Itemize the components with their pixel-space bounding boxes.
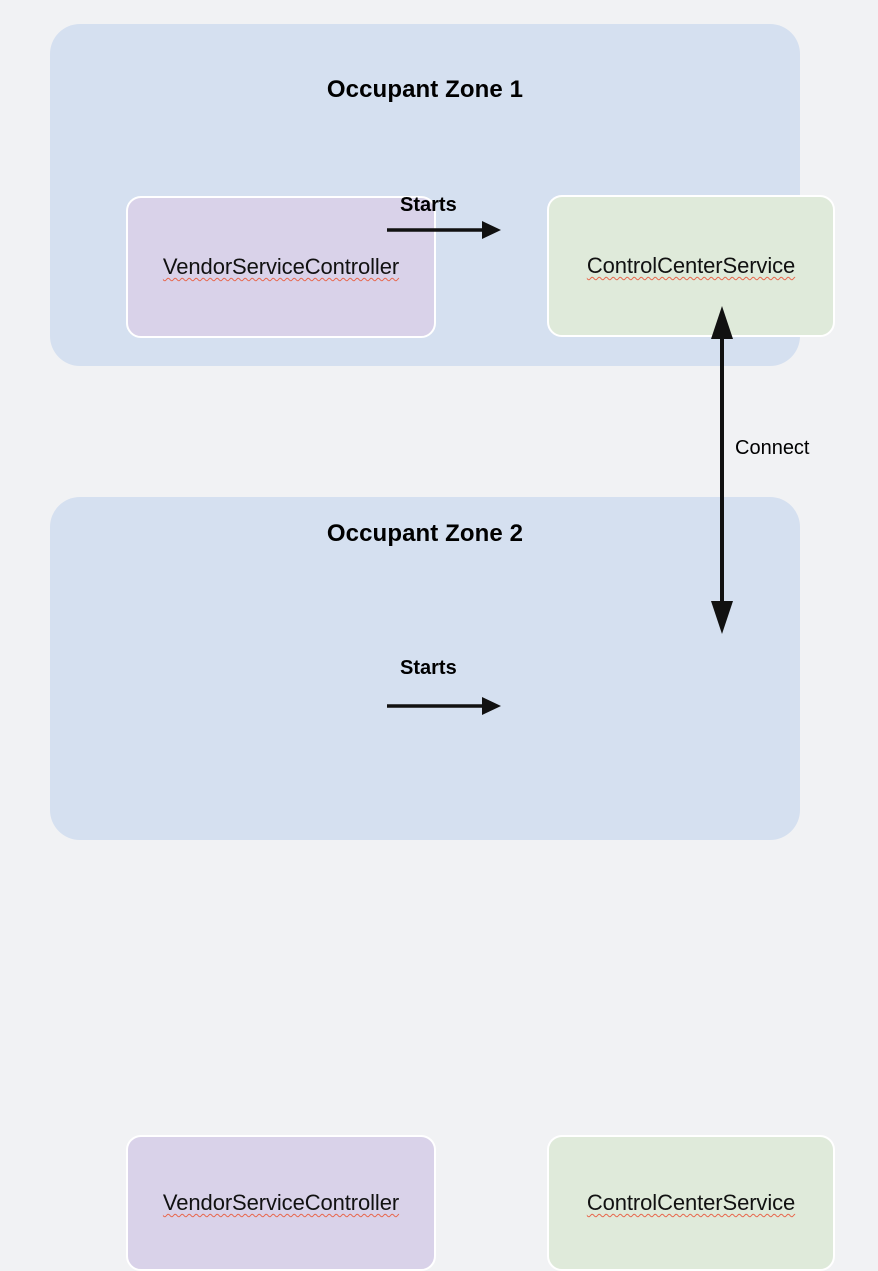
node-control-center-service-zone-1[interactable]: ControlCenterService bbox=[547, 195, 835, 337]
node-label-vendor-service-controller-zone-2: VendorServiceController bbox=[162, 1190, 400, 1215]
edge-label-starts-zone-2: Starts bbox=[400, 657, 457, 679]
occupant-zone-1-title: Occupant Zone 1 bbox=[326, 76, 524, 103]
node-vendor-service-controller-zone-2[interactable]: VendorServiceController bbox=[126, 1135, 436, 1271]
edge-label-starts-zone-1: Starts bbox=[400, 194, 457, 216]
node-vendor-service-controller-zone-1[interactable]: VendorServiceController bbox=[126, 196, 436, 338]
node-control-center-service-zone-2[interactable]: ControlCenterService bbox=[547, 1135, 835, 1271]
node-label-control-center-service-zone-1: ControlCenterService bbox=[586, 253, 796, 278]
occupant-zone-2-title: Occupant Zone 2 bbox=[326, 520, 524, 547]
node-label-vendor-service-controller-zone-1: VendorServiceController bbox=[162, 254, 400, 279]
diagram-canvas: Occupant Zone 1 VendorServiceController … bbox=[50, 24, 835, 1271]
node-label-control-center-service-zone-2: ControlCenterService bbox=[586, 1190, 796, 1215]
occupant-zone-1-container[interactable]: Occupant Zone 1 VendorServiceController … bbox=[50, 24, 835, 366]
edge-label-connect: Connect bbox=[735, 437, 810, 459]
